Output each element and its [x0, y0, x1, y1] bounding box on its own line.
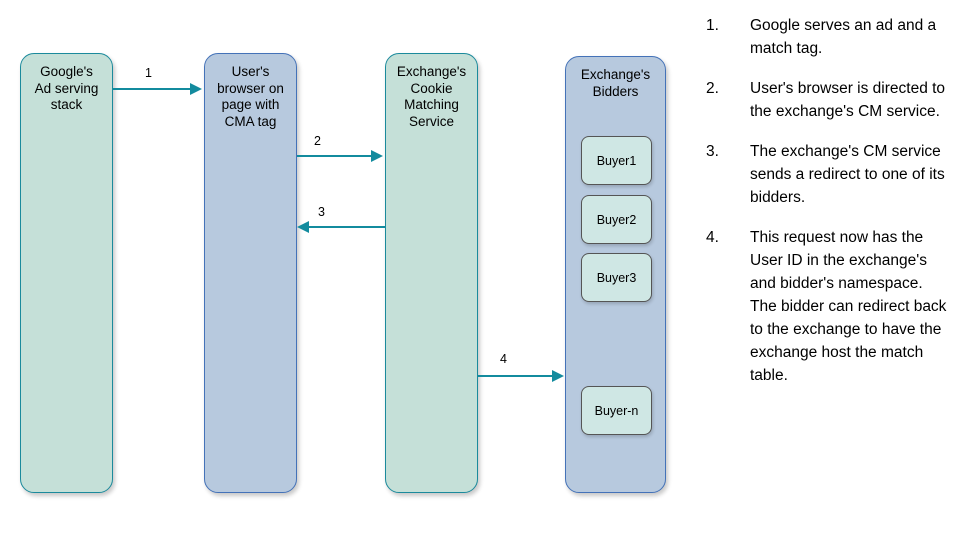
step-number: 4.	[706, 229, 719, 246]
buyer-label: Buyer1	[596, 154, 637, 168]
list-item: 4. This request now has the User ID in t…	[706, 226, 952, 387]
step-text: User's browser is directed to the exchan…	[750, 80, 946, 120]
arrow-3-cms-to-browser	[297, 220, 385, 233]
buyer-box-2[interactable]: Buyer2	[581, 195, 652, 244]
list-item: 1. Google serves an ad and a match tag.	[706, 14, 952, 60]
steps-list: 1. Google serves an ad and a match tag. …	[706, 14, 952, 404]
arrowhead-icon	[371, 149, 383, 162]
step-text: The exchange's CM service sends a redire…	[750, 143, 945, 206]
buyer-label: Buyer3	[596, 271, 637, 285]
arrow-1-label: 1	[145, 66, 152, 80]
arrow-4-cms-to-bidders	[478, 369, 564, 382]
step-text: Google serves an ad and a match tag.	[750, 17, 937, 57]
arrow-3-label: 3	[318, 205, 325, 219]
arrow-4-label: 4	[500, 352, 507, 366]
arrow-2-browser-to-cms	[297, 149, 383, 162]
step-text: This request now has the User ID in the …	[750, 229, 947, 384]
step-number: 3.	[706, 143, 719, 160]
list-item: 2. User's browser is directed to the exc…	[706, 77, 952, 123]
buyer-box-1[interactable]: Buyer1	[581, 136, 652, 185]
buyer-box-n[interactable]: Buyer-n	[581, 386, 652, 435]
buyer-box-3[interactable]: Buyer3	[581, 253, 652, 302]
step-number: 1.	[706, 17, 719, 34]
arrowhead-icon	[297, 220, 309, 233]
list-item: 3. The exchange's CM service sends a red…	[706, 140, 952, 209]
arrowhead-icon	[190, 82, 202, 95]
buyer-label: Buyer2	[596, 213, 637, 227]
arrow-2-label: 2	[314, 134, 321, 148]
buyer-label: Buyer-n	[594, 404, 639, 418]
step-number: 2.	[706, 80, 719, 97]
arrow-1-google-to-browser	[113, 82, 202, 95]
arrowhead-icon	[552, 369, 564, 382]
